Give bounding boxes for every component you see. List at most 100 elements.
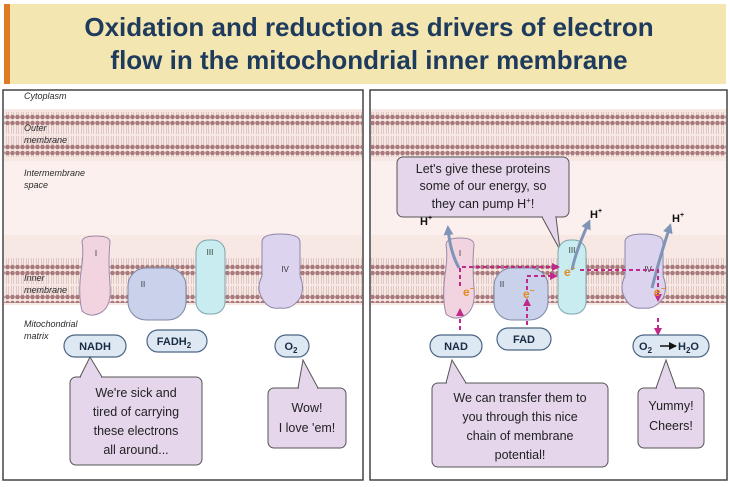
right-o2-sub: 2	[648, 346, 653, 355]
left-complex-II-label: II	[141, 280, 145, 289]
right-electron-path-II-to-III	[526, 272, 558, 290]
right-bubble-membrane-line-1: We can transfer them to	[453, 391, 586, 405]
left-complex-I-label: I	[95, 249, 97, 258]
right-bubble-membrane-line-4: potential!	[495, 448, 546, 462]
right-fad-pill	[496, 327, 552, 351]
right-electron-III-main: e	[564, 265, 571, 279]
left-label-matrix-1: Mitochondrial	[24, 319, 79, 329]
right-h2o-label: H2O	[678, 341, 699, 355]
right-electron-III-sup: −	[571, 264, 576, 273]
right-electron-II-main: e	[523, 287, 530, 301]
right-bubble-oxygen	[637, 387, 705, 449]
right-electron-II: e−	[523, 286, 535, 301]
left-bubble-carriers-line-4: all around...	[103, 443, 168, 457]
left-complex-III-label: III	[207, 248, 214, 257]
right-bubble-top-line-3: they can pump H+!	[432, 196, 535, 211]
right-bubble-top-line-2: some of our energy, so	[420, 179, 547, 193]
right-nad-pill	[429, 334, 483, 358]
right-complex-III-label: III	[569, 246, 576, 255]
right-bubble-oxygen-line-1: Yummy!	[648, 399, 693, 413]
left-bubble-carriers-line-2: tired of carrying	[93, 405, 179, 419]
right-hplus-IV: H+	[672, 212, 684, 225]
left-label-ims-2: space	[24, 180, 48, 190]
left-complex-II	[127, 267, 187, 321]
left-o2-main: O	[284, 341, 293, 353]
right-hplus-I-main: H	[420, 216, 428, 228]
title-accent-stripe	[4, 4, 10, 84]
right-proton-arrow-III	[570, 219, 591, 271]
title-banner: Oxidation and reduction as drivers of el…	[4, 4, 726, 84]
right-electron-IV-main: e	[654, 285, 661, 299]
left-outer-membrane-lipids	[4, 112, 362, 157]
right-hplus-I: H+	[420, 215, 432, 228]
right-complex-II-label: II	[500, 280, 504, 289]
right-bubble-oxygen-tail	[655, 358, 677, 389]
left-bubble-oxygen	[267, 387, 347, 449]
left-bubble-oxygen-line-2: I love 'em!	[279, 421, 336, 435]
right-outer-membrane-lipids	[371, 112, 726, 157]
left-nadh-pill	[63, 334, 127, 358]
left-label-inner-1: Inner	[24, 273, 46, 283]
left-o2-pill	[274, 334, 310, 358]
right-hplus-III-sup: +	[598, 208, 602, 215]
left-o2-label: O2	[284, 341, 298, 355]
right-bubble-membrane-tail	[445, 358, 467, 384]
left-label-outer-2: membrane	[24, 135, 67, 145]
right-fad-label: FAD	[513, 334, 535, 346]
left-panel: Cytoplasm Outer membrane Intermembrane s…	[2, 89, 364, 481]
right-proton-arrow-IV	[650, 223, 673, 289]
right-electron-I-main: e	[463, 285, 470, 299]
left-nadh-label: NADH	[79, 341, 111, 353]
right-complex-III	[557, 239, 587, 315]
right-electron-path-I-to-III	[459, 263, 560, 286]
left-bubble-carriers	[69, 376, 203, 466]
right-complex-I-label: I	[459, 249, 461, 258]
left-label-inner-2: membrane	[24, 285, 67, 295]
right-electron-IV-sup: −	[661, 284, 666, 293]
right-electron-III: e−	[564, 264, 576, 279]
right-hplus-III: H+	[590, 208, 602, 221]
left-bubble-carriers-tail	[79, 355, 103, 378]
right-o2-main: O	[639, 341, 648, 353]
left-complex-IV-label: IV	[281, 265, 289, 274]
left-complex-IV	[258, 233, 303, 309]
right-panel: Let's give these proteins some of our en…	[369, 89, 728, 481]
left-intermembrane-space	[4, 161, 362, 235]
left-fadh2-main: FADH	[157, 336, 187, 348]
right-complex-IV	[621, 233, 666, 309]
right-complex-II	[493, 267, 549, 321]
left-complex-III	[195, 239, 226, 315]
right-electron-I: e−	[463, 284, 475, 299]
title-line-1: Oxidation and reduction as drivers of el…	[84, 12, 654, 42]
right-o2-label: O2	[639, 341, 653, 355]
right-proton-arrow-I	[443, 225, 461, 269]
right-hplus-III-main: H	[590, 209, 598, 221]
right-hplus-IV-sup: +	[680, 212, 684, 219]
right-bubble-membrane-line-2: you through this nice	[462, 410, 577, 424]
right-bubble-top	[396, 156, 570, 218]
right-electron-IV: e−	[654, 284, 666, 299]
right-electron-path-III-to-IV	[580, 269, 662, 302]
right-electron-II-sup: −	[530, 286, 535, 295]
right-bubble-top-line-3-end: !	[531, 197, 534, 211]
page-title: Oxidation and reduction as drivers of el…	[14, 11, 724, 77]
left-bubble-carriers-line-1: We're sick and	[95, 386, 176, 400]
right-hplus-IV-main: H	[672, 213, 680, 225]
right-bubble-membrane-line-3: chain of membrane	[466, 429, 573, 443]
right-nad-label: NAD	[444, 341, 468, 353]
right-h2o-o: O	[690, 341, 699, 353]
right-bubble-oxygen-line-2: Cheers!	[649, 419, 693, 433]
left-bubble-carriers-line-3: these electrons	[94, 424, 179, 438]
right-bubble-top-line-3-sup: +	[526, 196, 531, 205]
left-complex-I	[79, 235, 111, 316]
left-bubble-oxygen-tail	[297, 358, 319, 389]
right-h2o-sub: 2	[686, 346, 691, 355]
left-fadh2-pill	[146, 329, 208, 353]
right-bubble-membrane	[431, 382, 609, 468]
right-bubble-top-line-1: Let's give these proteins	[416, 162, 550, 176]
right-hplus-I-sup: +	[428, 215, 432, 222]
right-complex-IV-label: IV	[644, 265, 652, 274]
right-bubble-top-line-3-main: they can pump H	[432, 197, 527, 211]
left-label-outer-1: Outer	[24, 123, 48, 133]
left-fadh2-label: FADH2	[157, 336, 192, 350]
